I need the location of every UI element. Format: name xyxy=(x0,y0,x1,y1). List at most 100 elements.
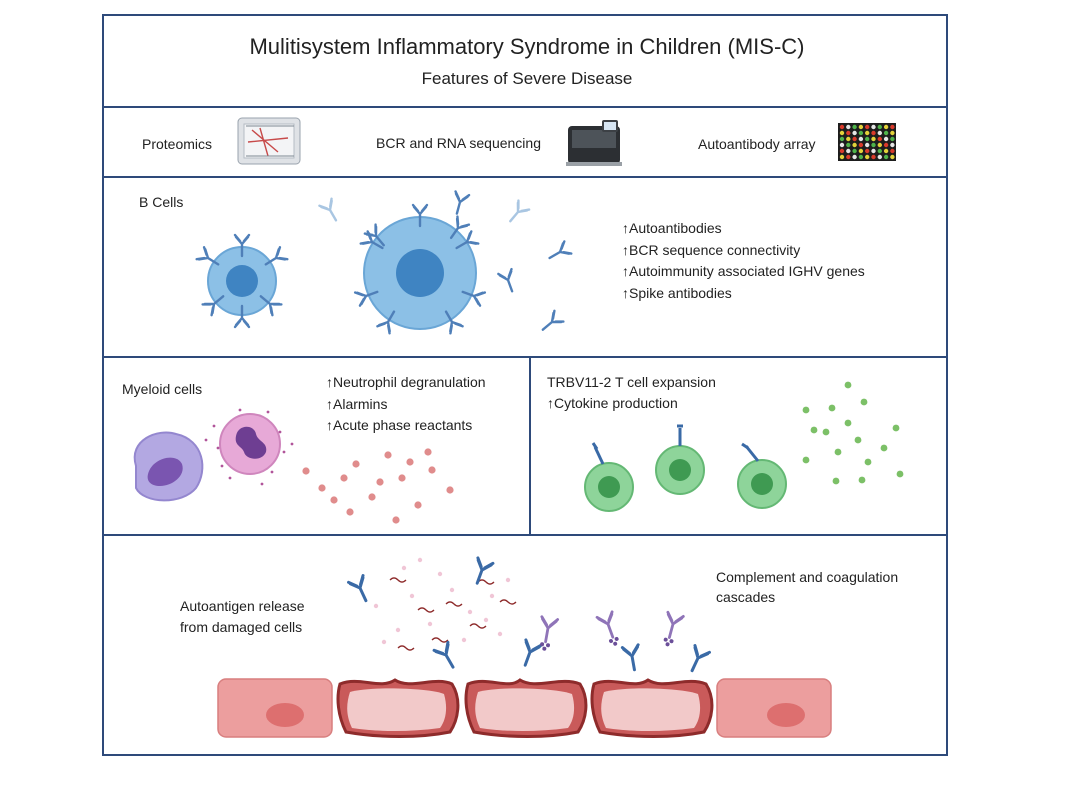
debris-particle xyxy=(395,627,401,633)
finding-bcr-connectivity: ↑BCR sequence connectivity xyxy=(622,241,801,258)
cytokine-particles xyxy=(802,381,904,485)
autoantibody-array-label: Autoantibody array xyxy=(698,136,816,152)
cytokine-particle xyxy=(832,477,840,485)
divider-myeloid-tcell xyxy=(529,356,531,534)
cytokine-particle xyxy=(802,456,810,464)
microarray-spot xyxy=(839,154,845,160)
sequencing-label: BCR and RNA sequencing xyxy=(376,135,541,151)
granule-particle xyxy=(220,464,224,468)
microarray-spot xyxy=(858,148,864,154)
microarray-spot xyxy=(846,136,851,142)
debris-particle xyxy=(467,609,473,615)
healthy-endothelial-cell-left xyxy=(217,678,333,738)
cytokine-particle xyxy=(822,428,830,436)
debris-particle xyxy=(409,593,415,599)
microarray-spot xyxy=(858,154,864,160)
cytokine-particle xyxy=(858,476,866,484)
cytokine-particle xyxy=(880,444,888,452)
microarray-spot xyxy=(846,154,851,160)
finding-ighv-genes: ↑Autoimmunity associated IGHV genes xyxy=(622,263,865,279)
debris-particle xyxy=(373,603,379,609)
alarmin-particle xyxy=(414,501,422,509)
cytokine-particle xyxy=(864,458,872,466)
debris-particle xyxy=(427,621,433,627)
alarmin-particle xyxy=(368,493,376,501)
complement-label-1: Complement and coagulation xyxy=(716,569,899,585)
microarray-spot xyxy=(877,142,882,148)
debris-particle xyxy=(505,577,511,583)
alarmin-particle xyxy=(398,474,406,482)
divider-bcells xyxy=(104,356,946,358)
cytokine-particle xyxy=(854,436,862,444)
microarray-spot xyxy=(890,154,895,160)
microarray-spot xyxy=(852,124,857,130)
cytokine-particle xyxy=(844,419,852,427)
autoantigen-label-1: Autoantigen release xyxy=(180,598,305,614)
bcells-label: B Cells xyxy=(139,194,184,210)
alarmin-particle xyxy=(428,466,436,474)
rna-fragment xyxy=(397,645,415,651)
microarray-spot xyxy=(852,154,857,160)
rna-fragment xyxy=(445,601,463,607)
microarray-spot xyxy=(883,148,889,154)
alarmin-particle xyxy=(406,458,414,466)
complement-label-2: cascades xyxy=(716,589,776,605)
debris-particle xyxy=(461,637,467,643)
debris-particle xyxy=(449,587,455,593)
monocyte-cell xyxy=(133,431,204,502)
microarray-spot xyxy=(883,136,889,142)
microarray-spot xyxy=(858,142,864,148)
microarray-spot xyxy=(858,136,864,142)
granule-particle xyxy=(266,410,270,414)
finding-autoantibodies: ↑Autoantibodies xyxy=(622,220,722,236)
rna-fragment xyxy=(469,623,487,629)
rna-fragment xyxy=(389,577,407,583)
proteomics-label: Proteomics xyxy=(142,136,213,152)
sequencer-icon xyxy=(566,120,622,166)
granule-particle xyxy=(278,430,282,434)
myeloid-label: Myeloid cells xyxy=(122,381,203,397)
microarray-spot xyxy=(839,124,845,130)
damaged-endothelial-cells xyxy=(336,678,714,738)
microarray-spot xyxy=(858,124,864,130)
microarray-spot xyxy=(865,130,870,136)
finding-alarmins: ↑Alarmins xyxy=(326,395,388,412)
debris-particle xyxy=(437,571,443,577)
microarray-spot xyxy=(871,148,876,154)
granule-particle xyxy=(204,438,208,442)
granule-particle xyxy=(282,450,286,454)
granule-particle xyxy=(260,482,264,486)
divider-cells xyxy=(104,534,946,536)
microarray-spot xyxy=(877,148,882,154)
alarmin-particle xyxy=(346,508,354,516)
microarray-spot xyxy=(858,130,864,136)
granule-particle xyxy=(238,408,242,412)
cytokine-particle xyxy=(802,406,810,414)
microarray-spot xyxy=(890,124,895,130)
autoantigen-debris xyxy=(373,557,517,651)
rna-fragment xyxy=(477,579,495,585)
cytokine-particle xyxy=(892,424,900,432)
granule-particle xyxy=(216,446,220,450)
debris-particle xyxy=(381,639,387,645)
myeloid-findings: ↑Neutrophil degranulation ↑Alarmins ↑Acu… xyxy=(326,372,486,437)
alarmin-particle xyxy=(424,448,432,456)
bcells-findings: ↑Autoantibodies ↑BCR sequence connectivi… xyxy=(622,218,865,304)
alarmin-particle xyxy=(302,467,310,475)
divider-header xyxy=(104,106,946,108)
microarray-spot xyxy=(865,136,870,142)
alarmin-particle xyxy=(376,478,384,486)
tcell-label: TRBV11-2 T cell expansion xyxy=(547,374,716,390)
alarmin-particles xyxy=(302,448,454,524)
microarray-spot xyxy=(871,136,876,142)
t-cells xyxy=(584,424,787,512)
debris-particle xyxy=(483,617,489,623)
microarray-spot xyxy=(890,130,895,136)
tissue-antibodies xyxy=(347,556,711,676)
microarray-spot xyxy=(846,142,851,148)
microarray-spot xyxy=(877,130,882,136)
microarray-spot xyxy=(877,124,882,130)
microarray-spot xyxy=(883,142,889,148)
cytokine-particle xyxy=(860,398,868,406)
